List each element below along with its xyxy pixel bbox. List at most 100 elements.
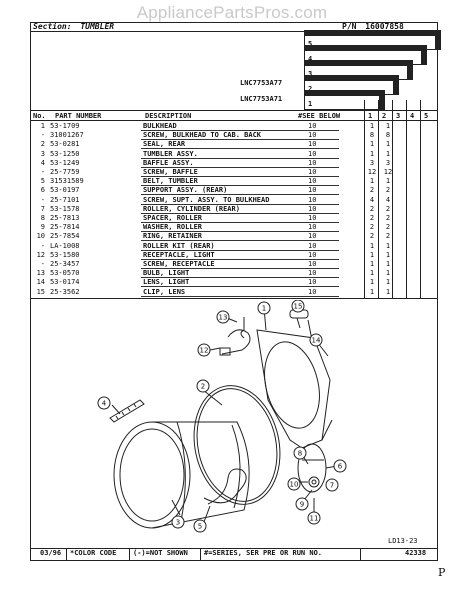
part-description: RECEPTACLE, LIGHT	[143, 250, 215, 259]
svg-text:14: 14	[312, 337, 321, 345]
callout-leaders	[111, 307, 338, 523]
part-item-number: 5	[40, 177, 45, 186]
callout-10: 10	[287, 477, 301, 491]
part-qty-series-1: 1	[369, 177, 375, 186]
part-number: 53-0174	[50, 278, 80, 287]
row-underline	[141, 212, 339, 214]
footer-divider	[129, 548, 130, 560]
light-receptacle	[219, 347, 231, 356]
part-description: BELT, TUMBLER	[143, 177, 198, 186]
watermark: AppliancePartsPros.com	[136, 3, 328, 22]
part-number: 25-3562	[50, 287, 80, 296]
baffle-ribs	[115, 403, 137, 420]
part-number: 31001267	[50, 131, 84, 140]
part-qty-series-1: 1	[369, 287, 375, 296]
part-qty-series-1: 1	[369, 140, 375, 149]
part-item-number: 2	[40, 140, 45, 149]
svg-text:2: 2	[201, 383, 205, 391]
svg-text:10: 10	[290, 481, 299, 489]
pn-label: P/N	[342, 22, 357, 31]
part-number: 25-7854	[50, 232, 80, 241]
part-see-below: 10	[308, 195, 317, 204]
part-see-below: 10	[308, 278, 317, 287]
part-see-below: 10	[308, 122, 317, 130]
part-description: SCREW, SUPT. ASSY. TO BULKHEAD	[143, 195, 270, 204]
part-qty-series-2: 1	[385, 287, 391, 296]
part-qty-series-2: 1	[385, 250, 391, 259]
bulkhead-opening	[264, 341, 320, 429]
part-qty-series-2: 1	[385, 278, 391, 287]
part-qty-series-2: 1	[385, 177, 391, 186]
part-qty-series-1: 1	[369, 250, 375, 259]
part-description: WASHER, ROLLER	[143, 223, 203, 232]
footer-date: 03/96	[40, 549, 62, 557]
part-description: SCREW, BAFFLE	[143, 168, 198, 176]
part-item-number: 4	[40, 158, 45, 167]
part-see-below: 10	[308, 269, 317, 278]
series-divider	[364, 100, 365, 298]
part-item-number: 14	[36, 278, 45, 287]
part-item-number: 10	[36, 232, 45, 241]
part-qty-series-2: 2	[385, 232, 391, 241]
part-qty-series-1: 1	[369, 269, 375, 278]
part-description: BAFFLE ASSY.	[143, 158, 194, 167]
light-bulb	[240, 317, 245, 339]
part-description: BULKHEAD	[143, 122, 177, 130]
column-header-top-rule	[30, 110, 437, 111]
part-number: 53-1250	[50, 149, 80, 158]
part-qty-series-2: 1	[385, 122, 391, 130]
svg-text:4: 4	[102, 400, 107, 408]
rear-seal-ring	[193, 385, 281, 505]
part-qty-series-2: 1	[385, 260, 391, 268]
callout-13: 13	[216, 310, 230, 324]
part-description: SEAL, REAR	[143, 140, 186, 149]
roller-hub	[311, 479, 317, 485]
part-qty-series-1: 1	[369, 260, 375, 268]
part-qty-series-2: 4	[385, 195, 391, 204]
row-underline	[141, 295, 339, 297]
part-number: 53-1249	[50, 158, 80, 167]
part-see-below: 10	[308, 158, 317, 167]
part-see-below: 10	[308, 214, 317, 222]
part-description: TUMBLER ASSY.	[143, 149, 198, 158]
part-qty-series-1: 1	[369, 122, 375, 130]
col-header-series-3: 3	[396, 112, 401, 120]
footer-rule	[30, 548, 437, 549]
row-underline	[141, 240, 339, 242]
callout-8: 8	[293, 446, 307, 460]
series-divider	[420, 100, 421, 298]
col-header-no: No.	[33, 112, 46, 120]
part-number: 53-0197	[50, 186, 80, 195]
exploded-parts-diagram: 1 2 3 4 5 6 7 8 9 10 11 12 13 14 15	[97, 300, 347, 533]
row-underline	[141, 222, 339, 223]
part-see-below: 10	[308, 149, 317, 158]
part-item-number: 7	[40, 204, 45, 213]
row-underline	[141, 231, 339, 233]
part-qty-series-1: 12	[367, 168, 377, 176]
part-number: 53-1580	[50, 250, 80, 259]
part-item-number: -	[40, 195, 45, 204]
column-header-bottom-rule	[30, 120, 437, 121]
part-number: 31531589	[50, 177, 84, 186]
part-item-number: -	[40, 131, 45, 140]
part-item-number: -	[40, 168, 45, 176]
svg-text:9: 9	[300, 501, 304, 509]
svg-text:7: 7	[330, 482, 334, 490]
part-qty-series-2: 2	[385, 204, 391, 213]
callout-6: 6	[333, 459, 347, 473]
part-number: 25-7759	[50, 168, 80, 176]
part-see-below: 10	[308, 260, 317, 268]
row-underline	[141, 203, 339, 205]
roller	[308, 476, 320, 488]
